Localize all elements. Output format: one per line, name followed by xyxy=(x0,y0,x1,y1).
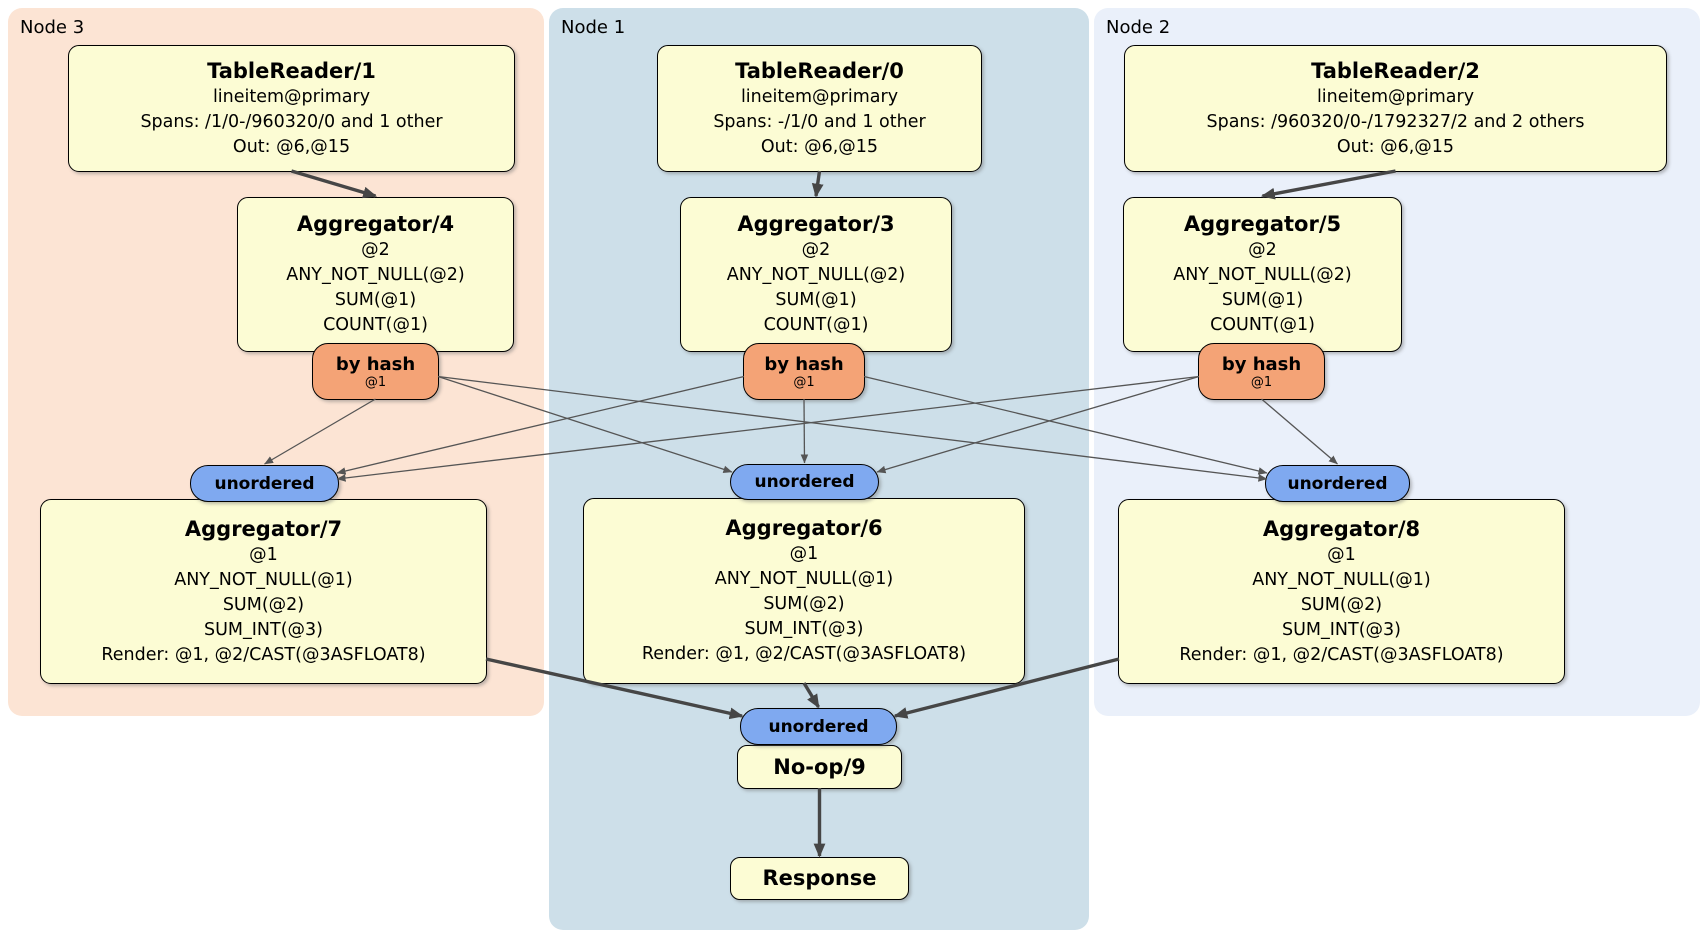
router-label: by hash xyxy=(1221,353,1302,375)
sync-unordered-final: unordered xyxy=(740,708,897,745)
processor-title: Aggregator/5 xyxy=(1183,212,1342,236)
sync-unordered-6: unordered xyxy=(730,464,879,500)
node-group-label: Node 1 xyxy=(561,17,626,38)
processor-title: Aggregator/8 xyxy=(1262,516,1421,541)
node-group-label: Node 2 xyxy=(1106,17,1171,38)
node-group-label: Node 3 xyxy=(20,17,85,38)
router-label: by hash xyxy=(335,353,416,375)
sync-unordered-7: unordered xyxy=(190,465,339,502)
sync-unordered-8: unordered xyxy=(1265,465,1410,502)
router-detail: @1 xyxy=(1250,374,1273,390)
router-by-hash-5: by hash @1 xyxy=(1198,343,1325,400)
router-label: by hash xyxy=(764,353,844,375)
processor-title: Aggregator/4 xyxy=(296,212,455,236)
processor-title: Aggregator/6 xyxy=(725,516,883,540)
processor-title: TableReader/1 xyxy=(207,58,376,83)
processor-title: Aggregator/3 xyxy=(737,212,895,236)
processor-title: TableReader/2 xyxy=(1311,58,1480,83)
router-detail: @1 xyxy=(364,374,387,390)
processor-title: No-op/9 xyxy=(773,754,866,779)
processor-noop-9: No-op/9 xyxy=(737,745,902,789)
router-by-hash-4: by hash @1 xyxy=(312,343,439,400)
router-by-hash-3: by hash @1 xyxy=(743,343,865,400)
processor-title: Response xyxy=(762,866,877,890)
processor-response: Response xyxy=(730,857,909,900)
processor-title: Aggregator/7 xyxy=(184,516,343,541)
router-detail: @1 xyxy=(793,374,815,390)
processor-title: TableReader/0 xyxy=(735,58,904,83)
